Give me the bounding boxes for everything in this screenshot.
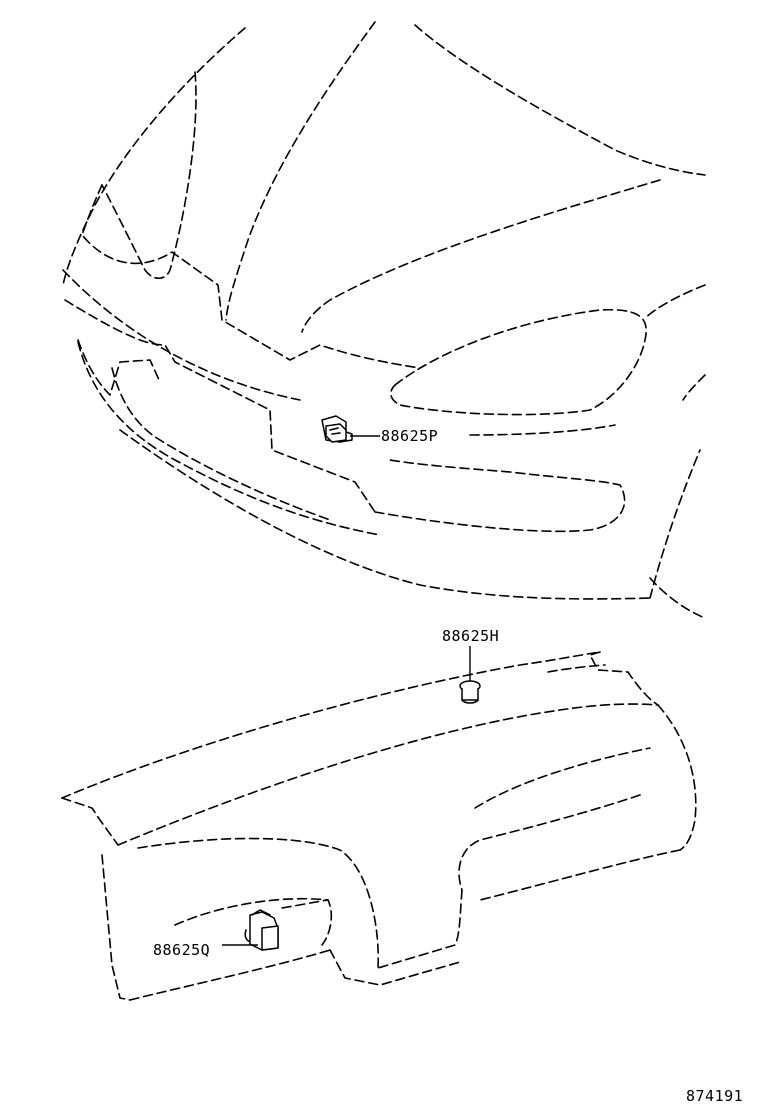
figure-number: 874191 xyxy=(686,1087,743,1105)
fender-outline xyxy=(61,651,697,1001)
part-label-88625p: 88625P xyxy=(381,427,438,445)
part-label-88625q: 88625Q xyxy=(153,941,210,959)
sensor-clip-icon xyxy=(321,415,353,443)
sensor-connector-icon xyxy=(244,909,279,951)
plug-icon xyxy=(459,680,481,704)
vehicle-front-outline xyxy=(62,21,706,619)
part-label-88625h: 88625H xyxy=(442,627,499,645)
